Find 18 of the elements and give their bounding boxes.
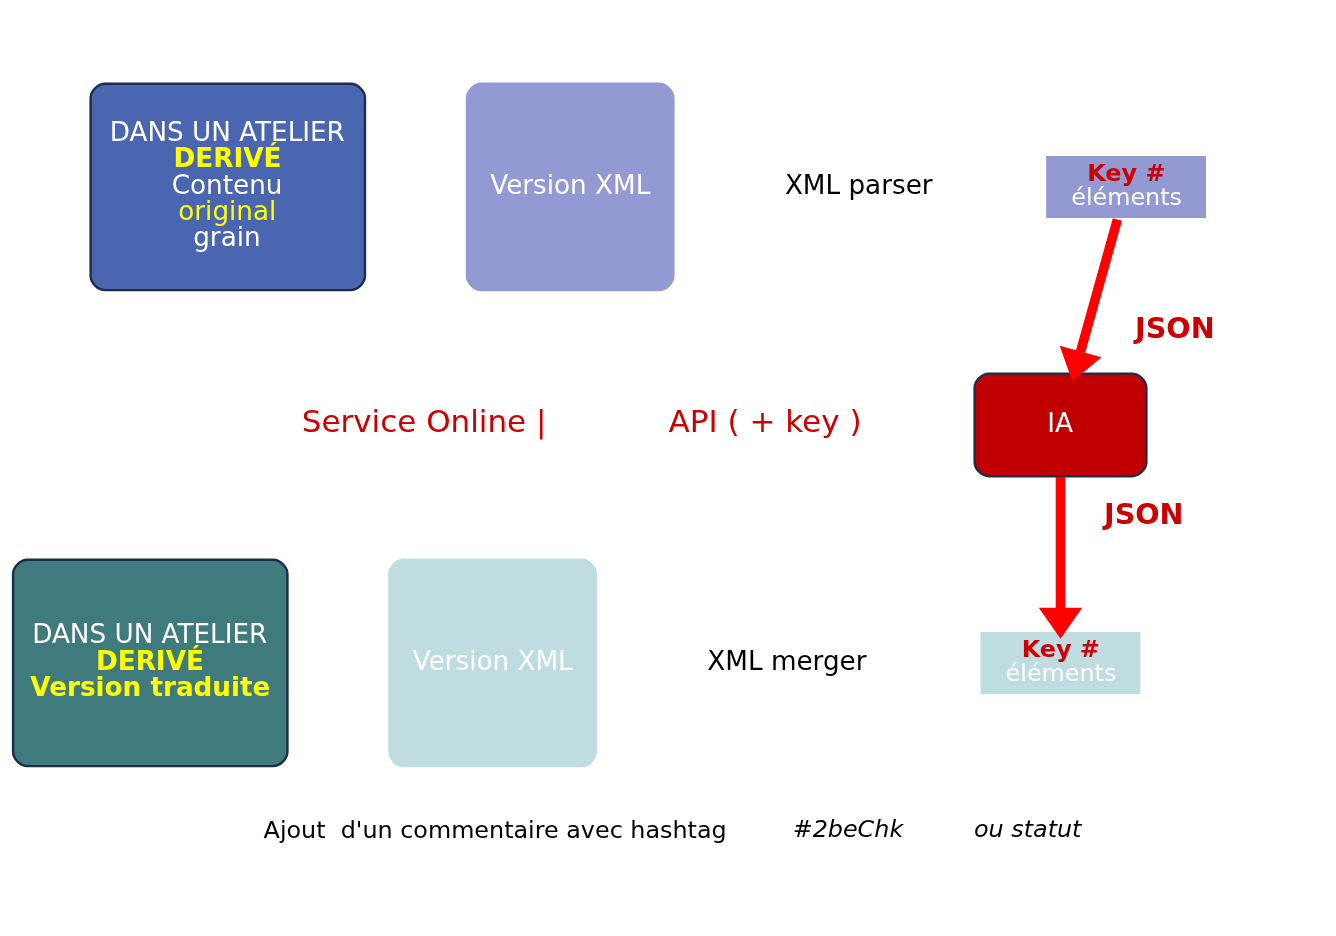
label: API ( + key ) (668, 402, 862, 439)
edge-label: JSON (1104, 496, 1184, 531)
node-box: Version XML (465, 82, 675, 291)
label: Ajout d'un commentaire avec hashtag (263, 815, 727, 844)
label: Service Online | (301, 402, 547, 439)
node-box: Version XML (388, 558, 598, 767)
label: #2beChk (792, 814, 904, 843)
arrow (1059, 217, 1122, 381)
node-text: XML parser (784, 169, 933, 200)
node-box: DANS UN ATELIER DERIVÉ Contenu original grain (89, 82, 367, 291)
node-box: Key # éléments (1043, 153, 1209, 220)
arrow (1038, 476, 1083, 639)
node-box: DANS UN ATELIER DERIVÉ Version traduite (11, 558, 289, 767)
label: ou statut (973, 814, 1082, 843)
node-text: XML merger (707, 645, 867, 676)
node-box: Key # éléments (978, 629, 1143, 696)
node-box: IA (973, 371, 1148, 477)
edge-label: JSON (1135, 310, 1215, 345)
